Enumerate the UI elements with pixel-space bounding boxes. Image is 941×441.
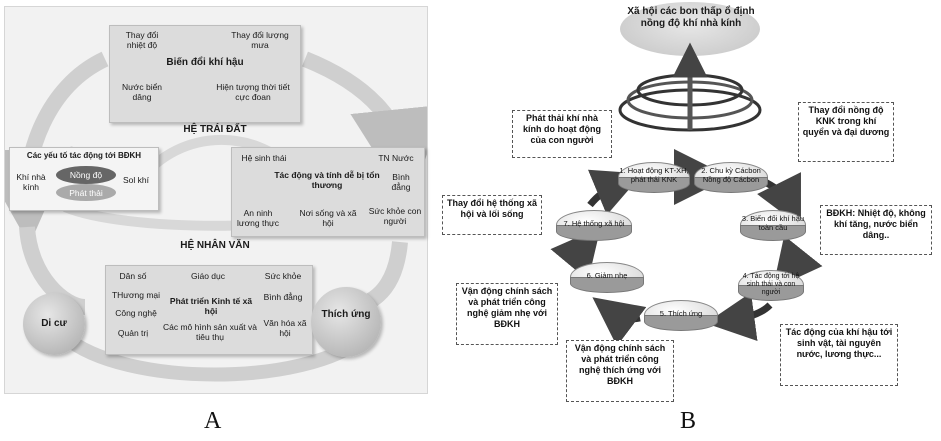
adaptation-circle (311, 287, 381, 357)
stage-label: 4. Tác động tới hệ sinh thái và con ngườ… (742, 273, 800, 296)
factor-item: Khí nhà kính (16, 172, 46, 192)
stage-label: 7. Hệ thống xã hội (563, 219, 625, 228)
factor-item: Sol khí (123, 175, 149, 185)
social-item: Dân số (119, 271, 147, 281)
stage-label: 6. Giảm nhẹ (586, 271, 628, 280)
climate-item: Thay đổi nhiệt độ (125, 30, 159, 50)
social-item: Giáo dục (190, 271, 226, 281)
earth-system-label: HỆ TRÁI ĐẤT (183, 124, 247, 135)
factor-item: Phát thải (69, 188, 103, 198)
note-adaptation-policy: Vận động chính sách và phát triển công n… (566, 340, 674, 402)
stage-label: 5. Thích ứng (659, 309, 703, 318)
climate-item: Thay đổi lượng mưa (231, 30, 289, 50)
note-climate-change: BĐKH: Nhiệt độ, không khí tăng, nước biể… (820, 205, 932, 255)
stage-label: 1. Hoạt động KT-XH, phát thải KNK (619, 166, 689, 184)
note-ghg-concentration: Thay đổi nồng độ KNK trong khí quyển và … (798, 102, 894, 162)
panel-a-diagram: Thay đổi nhiệt độ Thay đổi lượng mưa Biế… (4, 6, 428, 394)
impact-item: TN Nước (378, 153, 414, 163)
stage-5-disc: 5. Thích ứng (644, 300, 718, 334)
stage-4-disc: 4. Tác động tới hệ sinh thái và con ngườ… (738, 270, 804, 304)
stage-3-disc: 3. Biến đổi khí hậu toàn cầu (740, 210, 806, 244)
climate-change-box: Thay đổi nhiệt độ Thay đổi lượng mưa Biế… (109, 25, 301, 123)
impact-item: Bình đẳng (391, 172, 411, 192)
emission-ellipse (56, 184, 116, 201)
social-item: Các mô hình sản xuất và tiêu thụ (162, 322, 258, 342)
social-item: Quản trị (117, 328, 149, 338)
impact-item: Sức khỏe con người (368, 206, 422, 226)
human-system-label: HỆ NHÂN VĂN (180, 240, 250, 251)
stage-1-disc: 1. Hoạt động KT-XH, phát thải KNK (618, 162, 690, 196)
social-item: Công nghệ (115, 308, 157, 318)
low-carbon-label: Xã hội các bon thấp ổ định nồng độ khí n… (627, 6, 755, 29)
stage-label: 2. Chu kỳ Cácbon Nồng độ Cácbon (701, 166, 761, 184)
migration-label: Di cư (41, 318, 67, 329)
climate-item: Hiện tượng thời tiết cực đoan (216, 82, 290, 102)
note-mitigation-policy: Vận động chính sách và phát triển công n… (456, 283, 558, 345)
social-box-title: Phát triển Kinh tế xã hội (169, 296, 253, 316)
social-item: Sức khỏe (264, 271, 302, 281)
stage-2-disc: 2. Chu kỳ Cácbon Nồng độ Cácbon (694, 162, 768, 196)
note-social-change: Thay đổi hệ thống xã hội và lối sống (442, 195, 542, 235)
stage-label: 3. Biến đổi khí hậu toàn cầu (741, 214, 805, 232)
factors-box-title: Các yếu tố tác động tới BĐKH (26, 151, 142, 160)
social-item: THương mại (111, 290, 161, 300)
climate-box-title: Biến đổi khí hậu (166, 57, 244, 68)
caption-a: A (204, 408, 222, 434)
migration-circle (23, 293, 85, 355)
note-emissions: Phát thải khí nhà kính do hoạt động của … (512, 110, 612, 158)
social-item: Bình đẳng (263, 292, 303, 302)
panel-b-diagram: Xã hội các bon thấp ổ định nồng độ khí n… (440, 0, 940, 402)
impact-item: Hệ sinh thái (241, 153, 287, 163)
impact-item: An ninh lương thực (237, 208, 279, 228)
impact-box-title: Tác động và tính dễ bị tổn thương (274, 170, 380, 190)
stage-7-disc: 7. Hệ thống xã hội (556, 210, 632, 244)
social-item: Văn hóa xã hội (263, 318, 307, 338)
concentration-ellipse (56, 166, 116, 184)
factor-item: Nồng độ (69, 170, 103, 180)
climate-item: Nước biển dâng (121, 82, 163, 102)
factors-box: Các yếu tố tác động tới BĐKH Khí nhà kín… (9, 147, 159, 211)
impact-box: Hệ sinh thái TN Nước Tác động và tính dễ… (231, 147, 425, 237)
note-climate-impacts: Tác động của khí hậu tới sinh vật, tài n… (780, 324, 898, 386)
impact-item: Nơi sống và xã hội (299, 208, 357, 228)
caption-b: B (680, 408, 697, 434)
adaptation-label: Thích ứng (321, 309, 371, 320)
socioeconomic-box: Dân số Giáo dục Sức khỏe THương mại Phát… (105, 265, 313, 355)
stage-6-disc: 6. Giảm nhẹ (570, 262, 644, 296)
